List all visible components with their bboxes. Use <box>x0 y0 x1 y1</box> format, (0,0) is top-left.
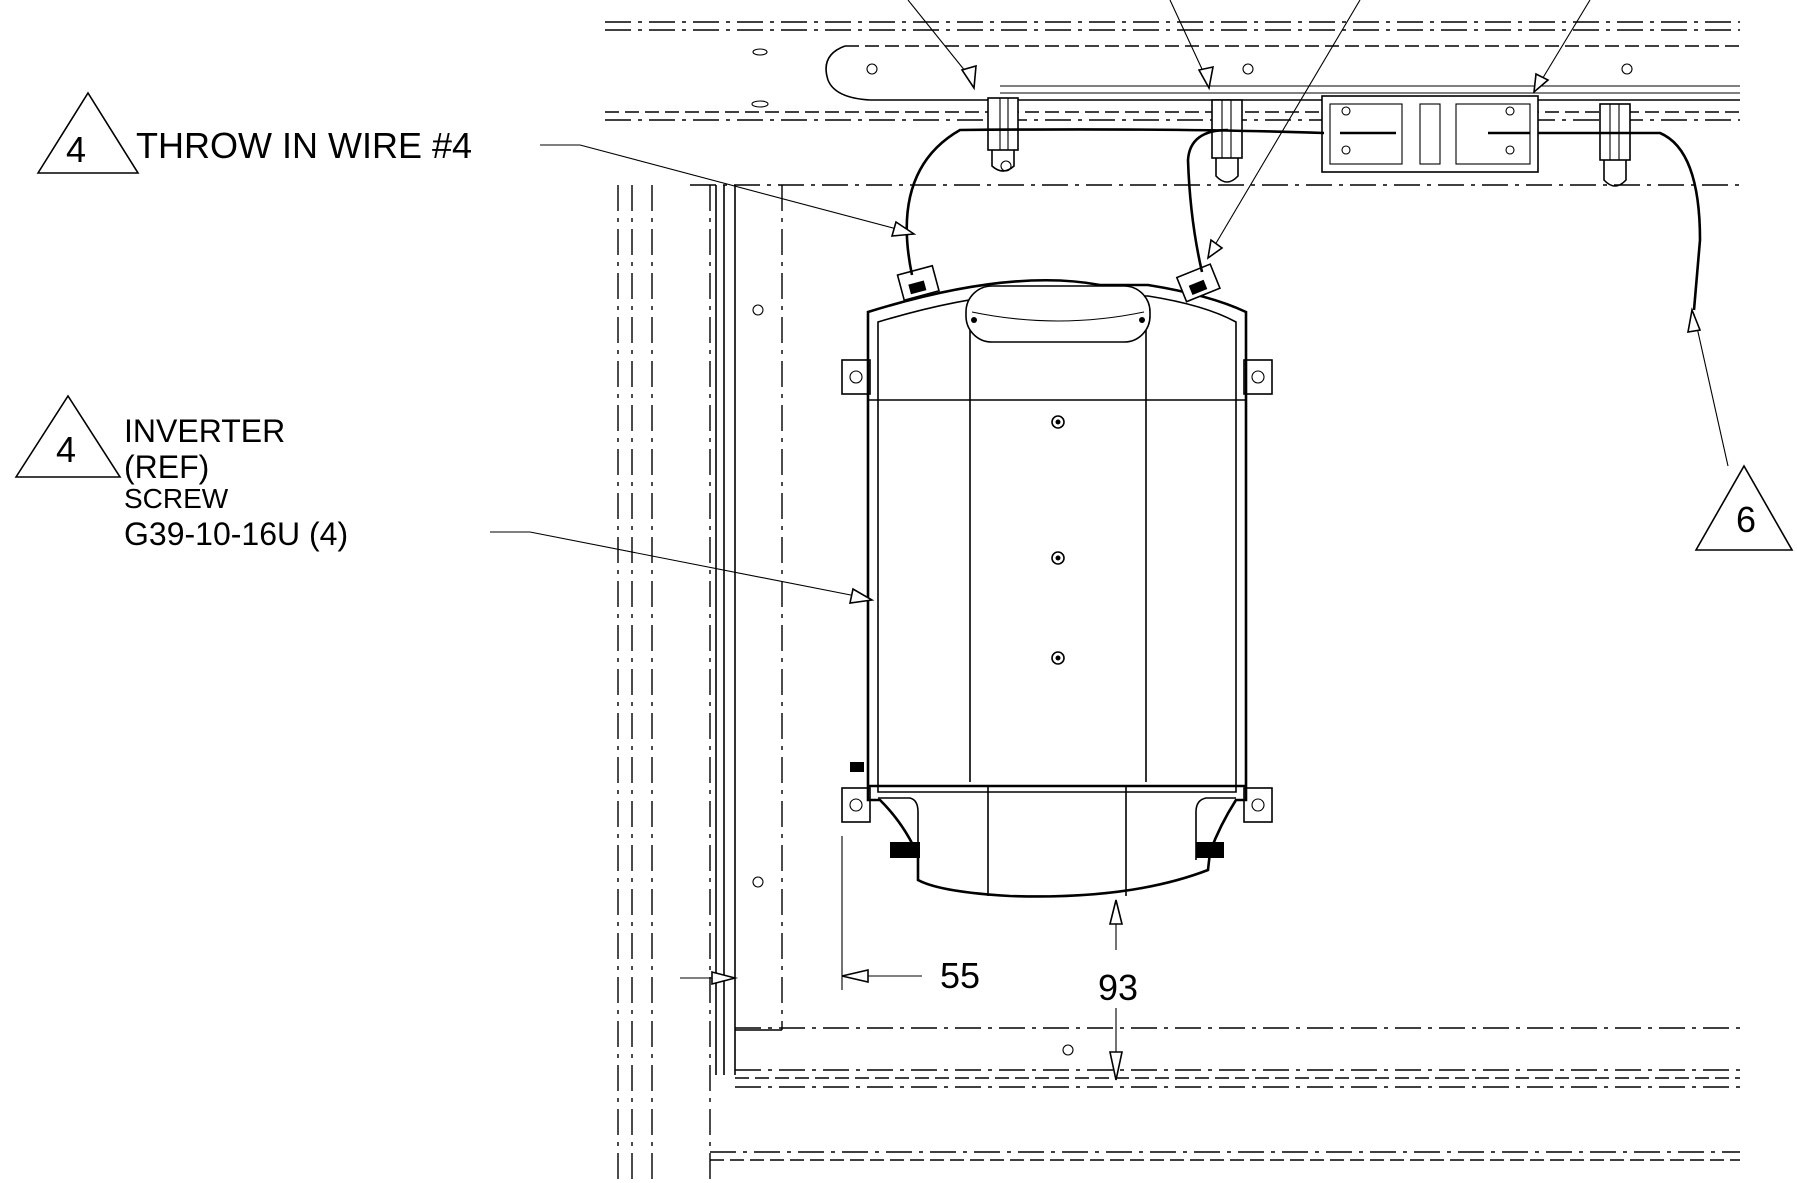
inverter-ref-label: (REF) <box>124 449 209 485</box>
callout-inverter: 4 INVERTER (REF) SCREW G39-10-16U (4) <box>14 394 348 552</box>
tag-number: 6 <box>1736 499 1756 540</box>
bottom-rail <box>710 1027 1740 1161</box>
screw-part-number: G39-10-16U (4) <box>124 516 348 552</box>
wires <box>905 128 1702 311</box>
tag-triangle <box>1694 464 1794 551</box>
connector-block <box>1321 95 1539 173</box>
callout-six: 6 <box>1694 464 1794 551</box>
wire-clamp-2 <box>1211 99 1243 183</box>
top-mounting-plate <box>751 45 1740 108</box>
inverter-body <box>841 263 1273 898</box>
tag-number: 4 <box>66 129 86 170</box>
wire-clamps <box>987 95 1631 187</box>
tag-triangle <box>14 394 122 478</box>
top-rail <box>605 21 1740 186</box>
inverter-label: INVERTER <box>124 413 285 449</box>
dimension-93: 93 <box>1098 967 1138 1008</box>
wire-clamp-1 <box>987 97 1019 172</box>
tag-number: 4 <box>56 429 76 470</box>
dimension-55: 55 <box>940 955 980 996</box>
screw-label: SCREW <box>124 483 229 514</box>
tag-triangle <box>36 91 140 174</box>
wire-clamp-4 <box>1599 103 1631 187</box>
wire-label: THROW IN WIRE #4 <box>136 125 472 166</box>
callout-wire: 4 THROW IN WIRE #4 <box>36 91 472 174</box>
left-frame <box>617 185 783 1183</box>
leader-lines <box>490 0 1729 1081</box>
